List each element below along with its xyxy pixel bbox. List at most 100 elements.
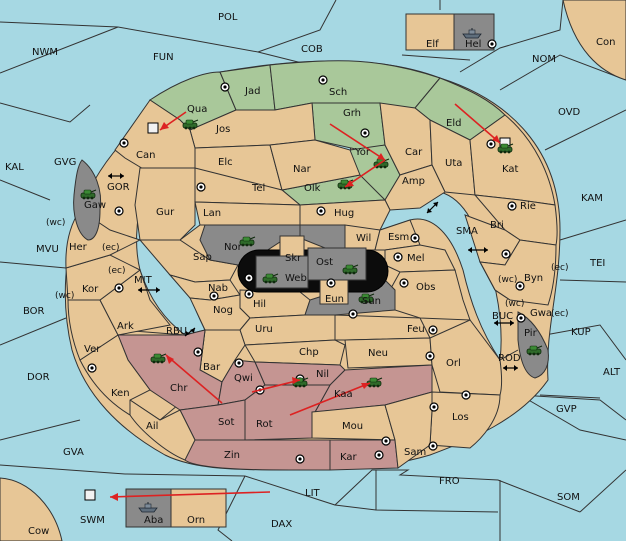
label-esm: Esm: [388, 232, 409, 243]
label-zin: Zin: [224, 450, 240, 461]
label-con: Con: [596, 37, 615, 48]
supply-center-dot: [518, 284, 522, 288]
army-qua-icon[interactable]: [182, 119, 199, 130]
label-byn: Byn: [524, 273, 543, 284]
province-web[interactable]: [255, 255, 309, 289]
province-ken[interactable]: [79, 334, 151, 416]
label-ost: Ost: [316, 257, 333, 268]
army-chr-icon[interactable]: [150, 353, 167, 364]
strait-sma-east: [468, 247, 488, 253]
supply-center-dot: [329, 281, 333, 285]
order-grh-yor: [329, 123, 386, 161]
supply-center-dot: [504, 252, 508, 256]
label-kup: KUP: [571, 327, 591, 338]
label-hil: Hil: [253, 299, 266, 310]
province-uta[interactable]: [429, 119, 476, 196]
label-hel: Hel: [465, 39, 481, 50]
province-gur[interactable]: [134, 167, 196, 241]
label-buc: BUC: [492, 311, 513, 322]
province-neu[interactable]: [344, 337, 433, 369]
label-neu: Neu: [368, 348, 388, 359]
label-car: Car: [405, 147, 423, 158]
label-gwa: Gwa: [530, 308, 552, 319]
supply-center-dot: [117, 286, 121, 290]
supply-center-dot: [122, 141, 126, 145]
province-elf[interactable]: [405, 13, 455, 51]
supply-center-dot: [363, 131, 367, 135]
label-kat: Kat: [502, 164, 519, 175]
label-byn-ec: (ec): [551, 263, 569, 273]
army-pir-icon[interactable]: [526, 345, 543, 356]
supply-center-dot: [431, 328, 435, 332]
label-feu: Feu: [407, 324, 425, 335]
label-can: Can: [136, 150, 155, 161]
label-gvg: GVG: [54, 157, 76, 168]
army-nor-icon[interactable]: [239, 236, 256, 247]
label-nog: Nog: [213, 305, 233, 316]
label-cob: COB: [301, 44, 323, 55]
label-ken: Ken: [111, 388, 130, 399]
army-ost-icon[interactable]: [342, 264, 359, 275]
army-kat-icon[interactable]: [497, 143, 514, 154]
army-sun-icon[interactable]: [358, 293, 375, 304]
supply-center-dot: [223, 85, 227, 89]
army-web-icon[interactable]: [262, 273, 279, 284]
label-sun: Sun: [362, 296, 381, 307]
label-elf: Elf: [426, 39, 439, 50]
province-ost[interactable]: [307, 247, 367, 281]
province-zin[interactable]: [184, 439, 331, 471]
supply-center-dot: [413, 236, 417, 240]
fleet-hel-icon[interactable]: [462, 28, 482, 39]
label-fro: FRO: [439, 476, 460, 487]
supply-center-dot: [237, 361, 241, 365]
province-chp[interactable]: [244, 339, 346, 366]
label-gaw: Gaw: [84, 200, 106, 211]
supply-center-dot: [384, 439, 388, 443]
label-nil: Nil: [316, 369, 329, 380]
supply-center-dot: [428, 354, 432, 358]
label-dax: DAX: [271, 519, 292, 530]
province-nar[interactable]: [269, 139, 361, 191]
label-byn-wc: (wc): [498, 275, 517, 285]
label-qua: Qua: [187, 104, 207, 115]
dislodged-unit-swm[interactable]: [84, 489, 96, 501]
label-hug: Hug: [334, 208, 354, 219]
province-pir[interactable]: [517, 311, 549, 379]
province-los[interactable]: [429, 391, 501, 449]
province-ver[interactable]: [67, 299, 119, 361]
label-nwm: NWM: [32, 47, 58, 58]
label-gvp: GVP: [556, 404, 577, 415]
fleet-aba-icon[interactable]: [138, 502, 158, 513]
label-cow: Cow: [28, 526, 49, 537]
label-ark: Ark: [117, 321, 134, 332]
army-olk-icon[interactable]: [337, 179, 354, 190]
supply-center-dot: [298, 457, 302, 461]
label-gva: GVA: [63, 447, 84, 458]
label-ovd: OVD: [558, 107, 581, 118]
supply-center-dot: [431, 444, 435, 448]
army-nil-icon[interactable]: [292, 377, 309, 388]
label-gwa-wc: (wc): [505, 299, 524, 309]
label-jos: Jos: [215, 124, 230, 135]
strait-gor: [108, 173, 124, 179]
supply-center-dot: [377, 453, 381, 457]
army-gaw-icon[interactable]: [80, 189, 97, 200]
order-eld-kat: [454, 103, 501, 144]
label-rie: Rie: [520, 201, 536, 212]
label-nar: Nar: [293, 164, 312, 175]
strait-sma-north: [426, 201, 439, 214]
province-byn[interactable]: [479, 239, 557, 306]
label-nor: Nor: [224, 242, 243, 253]
strait-rbu: [184, 327, 196, 337]
label-uta: Uta: [445, 158, 462, 169]
label-rot: Rot: [256, 419, 273, 430]
supply-center-dot: [402, 281, 406, 285]
dislodged-unit-can[interactable]: [147, 122, 159, 134]
province-ail[interactable]: [129, 399, 196, 461]
province-gaw[interactable]: [73, 159, 102, 241]
label-nom: NOM: [532, 54, 556, 65]
label-her: Her: [69, 242, 88, 253]
supply-center-dot: [90, 366, 94, 370]
label-mit: MIT: [134, 275, 153, 286]
